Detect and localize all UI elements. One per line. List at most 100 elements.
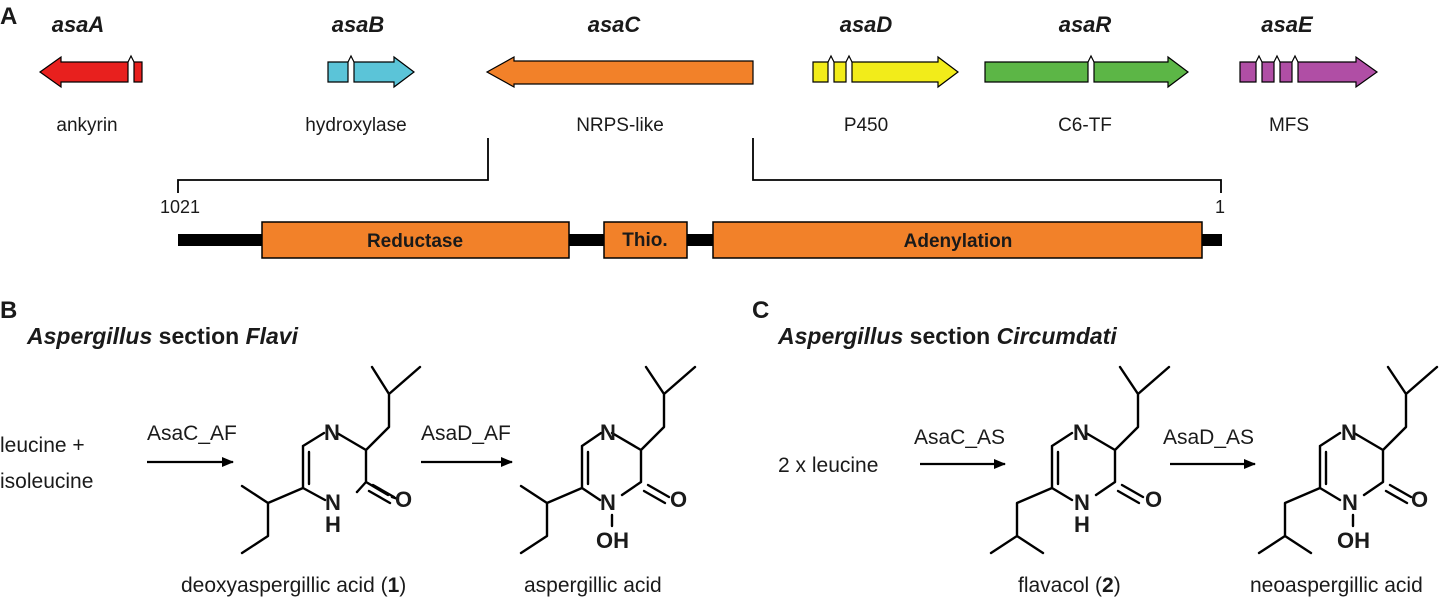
gene-name-asaa: asaA [52, 12, 105, 37]
atom-nh-n-mol1: N [325, 490, 341, 515]
enzyme-asac-af: AsaC_AF [147, 422, 237, 445]
gene-arrow-asae [1239, 54, 1379, 89]
carbonyl-bond-2 [1116, 489, 1141, 505]
caption-2-close: ) [1114, 574, 1121, 597]
caption-2-name: flavacol ( [1018, 574, 1102, 597]
gene-arrow-asae-exon-2 [1261, 61, 1275, 83]
gene-arrow-asad-exon-2 [833, 61, 847, 83]
gene-function-asaa: ankyrin [56, 115, 117, 136]
carbonyl-bond [371, 483, 396, 499]
domain-box-reductase [261, 221, 570, 259]
molecule-flavacol [989, 365, 1171, 555]
atom-o-mol2: O [670, 487, 687, 512]
atom-n-mol4: N [1341, 420, 1357, 445]
gene-arrow-asar-intron [1087, 54, 1095, 63]
gene-arrow-asad [812, 54, 959, 89]
panel-a-label: A [0, 3, 17, 30]
section-c-section: Circumdati [997, 323, 1118, 349]
substrate-b-line2: isoleucine [0, 470, 93, 493]
molecule-neoaspergillic-acid [1257, 365, 1439, 555]
carbonyl-bond-2 [367, 489, 392, 505]
domain-end-number: 1 [1215, 197, 1225, 217]
atom-n-mol2: N [600, 420, 616, 445]
caption-flavacol: flavacol (2) [1018, 574, 1121, 597]
gene-function-asac: NRPS-like [576, 115, 664, 136]
carbonyl-bond [1388, 483, 1413, 499]
domain-label-adenylation: Adenylation [904, 231, 1013, 252]
section-b-section: Flavi [246, 323, 299, 349]
caption-deoxyaspergillic-acid: deoxyaspergillic acid (1) [181, 574, 406, 597]
caption-1-name: deoxyaspergillic acid ( [181, 574, 388, 597]
atom-n-mol3: N [1073, 420, 1089, 445]
section-c-title: Aspergillus section Circumdati [777, 323, 1117, 349]
bonds [519, 365, 697, 555]
bonds [1257, 365, 1439, 555]
gene-arrow-asae-exon-1 [1239, 61, 1257, 83]
caption-1-close: ) [399, 574, 406, 597]
gene-arrow-asar-body [1093, 55, 1189, 89]
carbonyl-bond-2 [1384, 489, 1409, 505]
domain-label-reductase: Reductase [367, 231, 463, 252]
domain-label-thio: Thio. [622, 230, 667, 251]
gene-arrow-asac [485, 55, 754, 89]
molecule-deoxyaspergillic-acid [240, 365, 422, 555]
zoom-bracket-left [177, 138, 489, 193]
gene-name-asab: asaB [332, 12, 385, 37]
gene-function-asae: MFS [1269, 115, 1309, 136]
gene-name-asac: asaC [588, 12, 642, 37]
section-b-middle: section [152, 323, 245, 349]
bonds [989, 365, 1171, 555]
gene-arrow-asar-exon [984, 61, 1089, 83]
gene-arrow-asaa-body [38, 55, 129, 89]
gene-arrow-asad-introns [827, 54, 853, 63]
gene-arrow-asae-introns [1255, 54, 1299, 63]
gene-function-asab: hydroxylase [305, 115, 406, 136]
gene-arrow-asab-exon [327, 61, 349, 83]
gene-arrow-asae-exon-3 [1279, 61, 1293, 83]
atom-o-mol3: O [1145, 487, 1162, 512]
atom-nh-h-mol3: H [1074, 512, 1090, 537]
section-c-genus: Aspergillus [777, 323, 903, 349]
domain-box-adenylation [712, 221, 1203, 259]
gene-arrow-asae-body [1297, 55, 1379, 89]
caption-2-number: 2 [1102, 574, 1114, 597]
atom-n-ring-mol4: N [1342, 490, 1358, 515]
gene-arrow-asad-exon-1 [812, 61, 829, 83]
gene-function-asad: P450 [844, 115, 888, 136]
gene-arrow-asab-body [353, 55, 415, 89]
gene-arrow-asab-intron [347, 54, 355, 63]
domain-box-thio [603, 221, 688, 259]
domain-start-number: 1021 [160, 197, 200, 217]
gene-name-asar: asaR [1059, 12, 1112, 37]
enzyme-asac-as: AsaC_AS [914, 426, 1005, 449]
gene-arrow-asac-body [485, 55, 754, 89]
substrate-c: 2 x leucine [778, 454, 878, 477]
atom-oh-mol2: OH [596, 528, 629, 553]
gene-arrow-asad-body [851, 55, 959, 89]
atom-n-mol1: N [324, 420, 340, 445]
gene-arrow-asar [984, 54, 1189, 89]
enzyme-asad-as: AsaD_AS [1163, 426, 1254, 449]
caption-neoaspergillic-acid: neoaspergillic acid [1250, 574, 1423, 597]
section-c-middle: section [903, 323, 996, 349]
zoom-bracket-right [752, 138, 1222, 193]
section-b-genus: Aspergillus [26, 323, 152, 349]
section-b-title: Aspergillus section Flavi [26, 323, 299, 349]
atom-nh-h-mol1: H [325, 512, 341, 537]
gene-arrow-asaa [38, 54, 143, 89]
atom-o-mol4: O [1411, 487, 1428, 512]
gene-arrow-asaa-exon [133, 61, 143, 83]
atom-nh-n-mol3: N [1074, 490, 1090, 515]
substrate-b-line1: leucine + [0, 434, 85, 457]
molecule-aspergillic-acid [519, 365, 697, 555]
gene-name-asad: asaD [840, 12, 893, 37]
enzyme-asad-af: AsaD_AF [421, 422, 511, 445]
atom-n-ring-mol2: N [600, 490, 616, 515]
gene-arrow-asaa-intron [127, 54, 135, 63]
carbonyl-bond-2 [642, 489, 667, 505]
panel-c-label: C [752, 297, 769, 324]
gene-function-asar: C6-TF [1058, 115, 1112, 136]
gene-name-asae: asaE [1261, 12, 1314, 37]
caption-1-number: 1 [388, 574, 400, 597]
